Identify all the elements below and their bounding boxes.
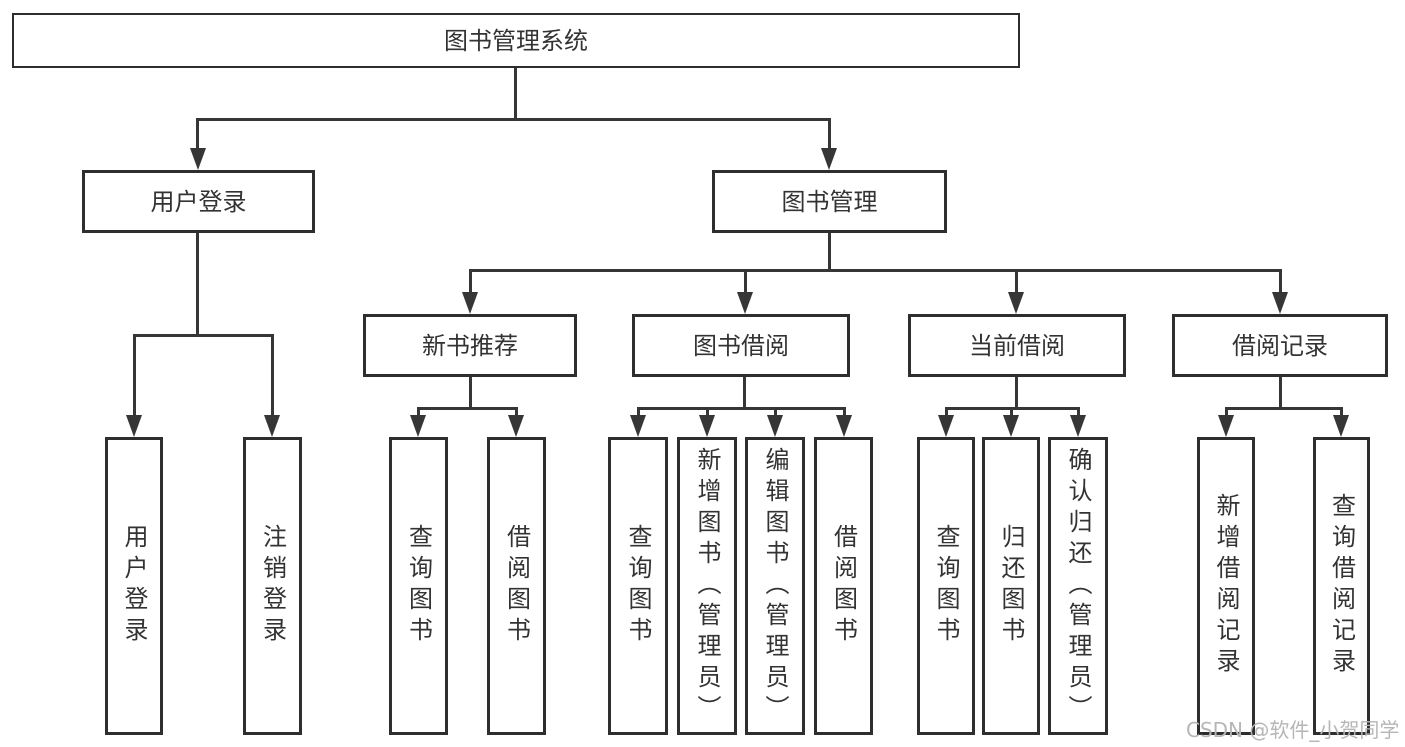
leaf-borrow-books-recommend-label: 借阅图书 — [502, 524, 531, 648]
arrowhead-leaf-query-record — [1333, 415, 1349, 437]
leaf-user-login-label: 用户登录 — [120, 524, 148, 648]
edge-root-stub — [514, 68, 517, 120]
node-current-borrowing-label: 当前借阅 — [969, 331, 1065, 360]
leaf-user-login: 用户登录 — [105, 437, 163, 735]
edge-bookmgmt-stub — [828, 233, 831, 272]
edge-to-new-book-recommend — [469, 269, 472, 294]
edge-userlogin-hbar — [133, 334, 273, 337]
edge-to-leaf-query-current — [945, 407, 948, 419]
leaf-query-borrow-record: 查询借阅记录 — [1313, 437, 1370, 735]
arrowhead-current-borrowing — [1008, 292, 1024, 314]
leaf-query-books-recommend-label: 查询图书 — [404, 524, 433, 648]
edge-to-leaf-add-books — [706, 407, 709, 419]
node-current-borrowing: 当前借阅 — [908, 314, 1126, 377]
edge-to-borrowing-records — [1279, 269, 1282, 294]
arrowhead-leaf-add-books — [699, 415, 715, 437]
edge-to-leaf-logout — [271, 334, 274, 419]
arrowhead-book-borrowing — [737, 292, 753, 314]
node-new-book-recommend-label: 新书推荐 — [422, 331, 518, 360]
leaf-borrow-books-borrowing: 借阅图书 — [814, 437, 873, 735]
leaf-query-books-recommend: 查询图书 — [389, 437, 448, 735]
node-book-management-label: 图书管理 — [781, 187, 878, 216]
leaf-confirm-return-admin: 确认归还（管理员） — [1048, 437, 1108, 735]
node-new-book-recommend: 新书推荐 — [363, 314, 577, 377]
leaf-query-books-current: 查询图书 — [917, 437, 975, 735]
arrowhead-leaf-logout — [264, 415, 280, 437]
leaf-logout-label: 注销登录 — [258, 524, 287, 648]
arrowhead-user-login — [190, 148, 206, 170]
edge-to-leaf-confirm-return — [1077, 407, 1080, 419]
arrowhead-leaf-query-recommend — [410, 415, 426, 437]
arrowhead-leaf-user-login — [126, 415, 142, 437]
leaf-add-books-admin: 新增图书（管理员） — [677, 437, 737, 735]
edge-recommend-stub — [469, 377, 472, 410]
arrowhead-leaf-edit-books — [767, 415, 783, 437]
arrowhead-leaf-query-borrowing — [630, 415, 646, 437]
edge-to-leaf-borrow-books — [843, 407, 846, 419]
edge-to-leaf-user-login — [133, 334, 136, 419]
leaf-confirm-return-admin-label: 确认归还（管理员） — [1064, 446, 1092, 726]
edge-to-leaf-query-borrowing — [637, 407, 640, 419]
edge-to-leaf-edit-books — [774, 407, 777, 419]
arrowhead-leaf-confirm-return — [1070, 415, 1086, 437]
node-user-login-group-label: 用户登录 — [150, 187, 247, 216]
edge-bookmgmt-hbar — [469, 269, 1281, 272]
arrowhead-leaf-query-current — [938, 415, 954, 437]
leaf-edit-books-admin-label: 编辑图书（管理员） — [761, 446, 789, 726]
edge-records-hbar — [1225, 407, 1342, 410]
leaf-add-books-admin-label: 新增图书（管理员） — [693, 446, 721, 726]
edge-to-book-borrowing — [744, 269, 747, 294]
arrowhead-book-mgmt — [821, 148, 837, 170]
node-root: 图书管理系统 — [12, 13, 1020, 68]
edge-to-leaf-borrow-recommend — [515, 407, 518, 419]
arrowhead-leaf-borrow-recommend — [508, 415, 524, 437]
edge-to-leaf-query-recommend — [417, 407, 420, 419]
leaf-return-books: 归还图书 — [982, 437, 1040, 735]
leaf-edit-books-admin: 编辑图书（管理员） — [745, 437, 805, 735]
node-borrowing-records: 借阅记录 — [1172, 314, 1388, 377]
arrowhead-borrowing-records — [1272, 292, 1288, 314]
edge-root-to-book-mgmt — [828, 118, 831, 154]
edge-records-stub — [1279, 377, 1282, 410]
arrowhead-leaf-borrow-books — [836, 415, 852, 437]
leaf-return-books-label: 归还图书 — [997, 524, 1025, 648]
node-borrowing-records-label: 借阅记录 — [1232, 331, 1328, 360]
edge-root-hbar — [197, 118, 831, 121]
edge-to-current-borrowing — [1015, 269, 1018, 294]
leaf-add-borrow-record: 新增借阅记录 — [1197, 437, 1255, 735]
arrowhead-leaf-add-record — [1218, 415, 1234, 437]
edge-userlogin-stub — [196, 233, 199, 337]
edge-root-to-user-login — [196, 118, 199, 154]
node-book-borrowing-label: 图书借阅 — [693, 331, 789, 360]
node-user-login-group: 用户登录 — [82, 170, 315, 233]
leaf-query-books-borrowing-label: 查询图书 — [624, 524, 652, 648]
node-root-label: 图书管理系统 — [444, 26, 588, 55]
leaf-borrow-books-recommend: 借阅图书 — [487, 437, 546, 735]
node-book-management: 图书管理 — [712, 170, 947, 233]
leaf-logout: 注销登录 — [243, 437, 302, 735]
edge-to-leaf-add-record — [1225, 407, 1228, 419]
leaf-add-borrow-record-label: 新增借阅记录 — [1212, 493, 1240, 679]
arrowhead-leaf-return-books — [1003, 415, 1019, 437]
csdn-watermark: CSDN @软件_小贺同学 — [1186, 718, 1400, 742]
leaf-query-books-borrowing: 查询图书 — [608, 437, 668, 735]
edge-borrowing-hbar — [637, 407, 845, 410]
leaf-query-borrow-record-label: 查询借阅记录 — [1327, 493, 1356, 679]
leaf-borrow-books-borrowing-label: 借阅图书 — [829, 524, 858, 648]
edge-recommend-hbar — [417, 407, 517, 410]
arrowhead-new-book-recommend — [462, 292, 478, 314]
edge-to-leaf-query-record — [1340, 407, 1343, 419]
edge-current-stub — [1015, 377, 1018, 410]
leaf-query-books-current-label: 查询图书 — [932, 524, 960, 648]
edge-borrowing-stub — [743, 377, 746, 410]
edge-to-leaf-return-books — [1010, 407, 1013, 419]
node-book-borrowing: 图书借阅 — [632, 314, 850, 377]
